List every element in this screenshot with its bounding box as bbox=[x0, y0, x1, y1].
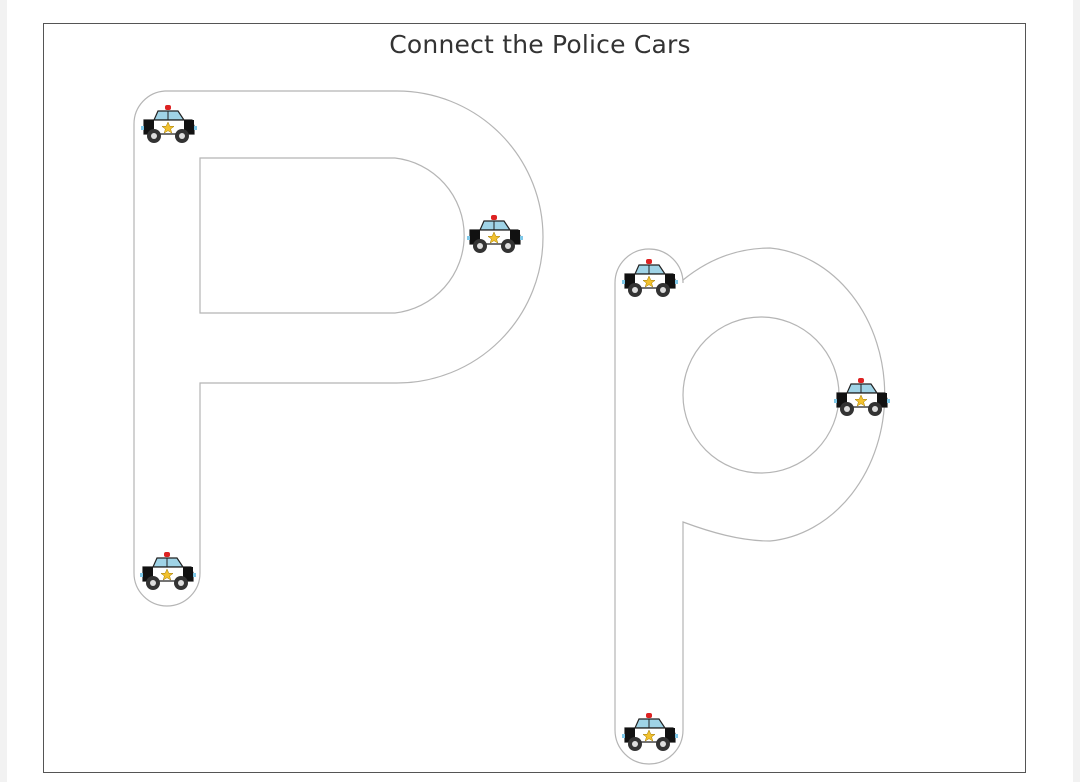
uppercase-p-outline bbox=[133, 90, 544, 607]
police-car-icon bbox=[466, 214, 524, 254]
police-car-icon bbox=[139, 551, 197, 591]
police-car-icon bbox=[621, 712, 679, 752]
police-car-icon bbox=[140, 104, 198, 144]
lowercase-p-outline bbox=[614, 247, 886, 765]
police-car-icon bbox=[833, 377, 891, 417]
worksheet-title: Connect the Police Cars bbox=[389, 30, 691, 59]
police-car-icon bbox=[621, 258, 679, 298]
